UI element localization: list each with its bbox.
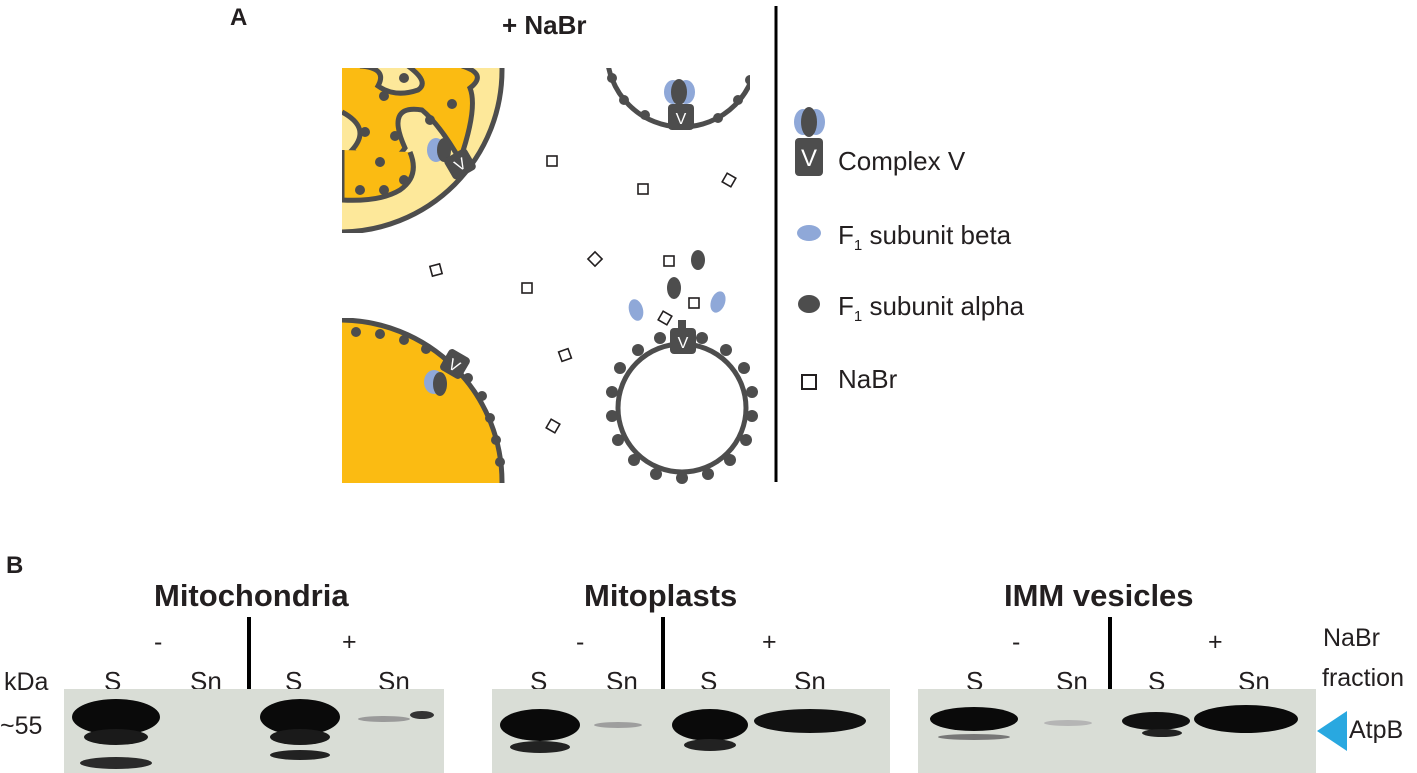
lane-label-3-3: S xyxy=(1148,666,1166,696)
nabr-particles xyxy=(428,155,737,434)
released-subunits xyxy=(628,250,726,321)
group-title-mitochondria: Mitochondria xyxy=(154,578,349,613)
blot-mitoplasts xyxy=(492,689,890,773)
alpha-subunit-icon xyxy=(798,295,820,313)
nabr-minus-2: - xyxy=(576,628,585,656)
beta-subunit-icon xyxy=(797,225,821,241)
group-title-imm-vesicles: IMM vesicles xyxy=(1004,578,1194,613)
legend-icons: V xyxy=(794,107,825,390)
imm-vesicle-full: V xyxy=(606,320,758,484)
fraction-row-label: fraction xyxy=(1322,664,1404,692)
treatment-label: + NaBr xyxy=(502,10,587,40)
mitoplast xyxy=(342,318,505,483)
mitochondrion-intact xyxy=(342,68,505,233)
blot-mitochondria xyxy=(64,689,444,773)
nabr-row-label: NaBr xyxy=(1323,624,1380,652)
lane-label-1-1: S xyxy=(104,666,122,696)
blot-imm-vesicles xyxy=(918,689,1316,773)
nabr-plus-3: + xyxy=(1208,628,1223,656)
nabr-icon xyxy=(801,374,817,390)
lane-label-3-1: S xyxy=(966,666,984,696)
group-separator-3 xyxy=(1108,617,1112,693)
svg-text:V: V xyxy=(801,145,817,172)
legend-nabr: NaBr xyxy=(838,364,898,394)
panel-a-label: A xyxy=(230,4,248,31)
group-separator-1 xyxy=(247,617,251,693)
complex-v-mitoplast: V xyxy=(424,349,470,396)
band-arrow-icon xyxy=(1317,711,1347,751)
panel-a-diagram: V V V xyxy=(342,6,778,484)
svg-text:V: V xyxy=(678,335,689,352)
legend-subunit-beta: F1 subunit beta xyxy=(838,220,1012,254)
nabr-plus-2: + xyxy=(762,628,777,656)
band-label: AtpB xyxy=(1349,716,1404,744)
lane-label-1-3: S xyxy=(285,666,303,696)
complex-v-icon: V xyxy=(794,107,825,176)
nabr-plus-1: + xyxy=(342,628,357,656)
legend-complex-v: Complex V xyxy=(838,146,966,176)
group-title-mitoplasts: Mitoplasts xyxy=(584,578,738,613)
nabr-minus-3: - xyxy=(1012,628,1021,656)
group-separator-2 xyxy=(661,617,665,693)
complex-v-mitochondrion: V xyxy=(427,138,476,180)
svg-text:V: V xyxy=(676,111,687,128)
legend-subunit-alpha: F1 subunit alpha xyxy=(838,291,1025,325)
panel-b-label: B xyxy=(6,552,24,579)
lane-label-2-3: S xyxy=(700,666,718,696)
nabr-minus-1: - xyxy=(154,628,163,656)
lane-label-2-1: S xyxy=(530,666,548,696)
complex-v-vesicle-top: V xyxy=(664,79,695,130)
mw-marker: ~55 xyxy=(0,712,43,740)
kda-label: kDa xyxy=(4,668,49,696)
